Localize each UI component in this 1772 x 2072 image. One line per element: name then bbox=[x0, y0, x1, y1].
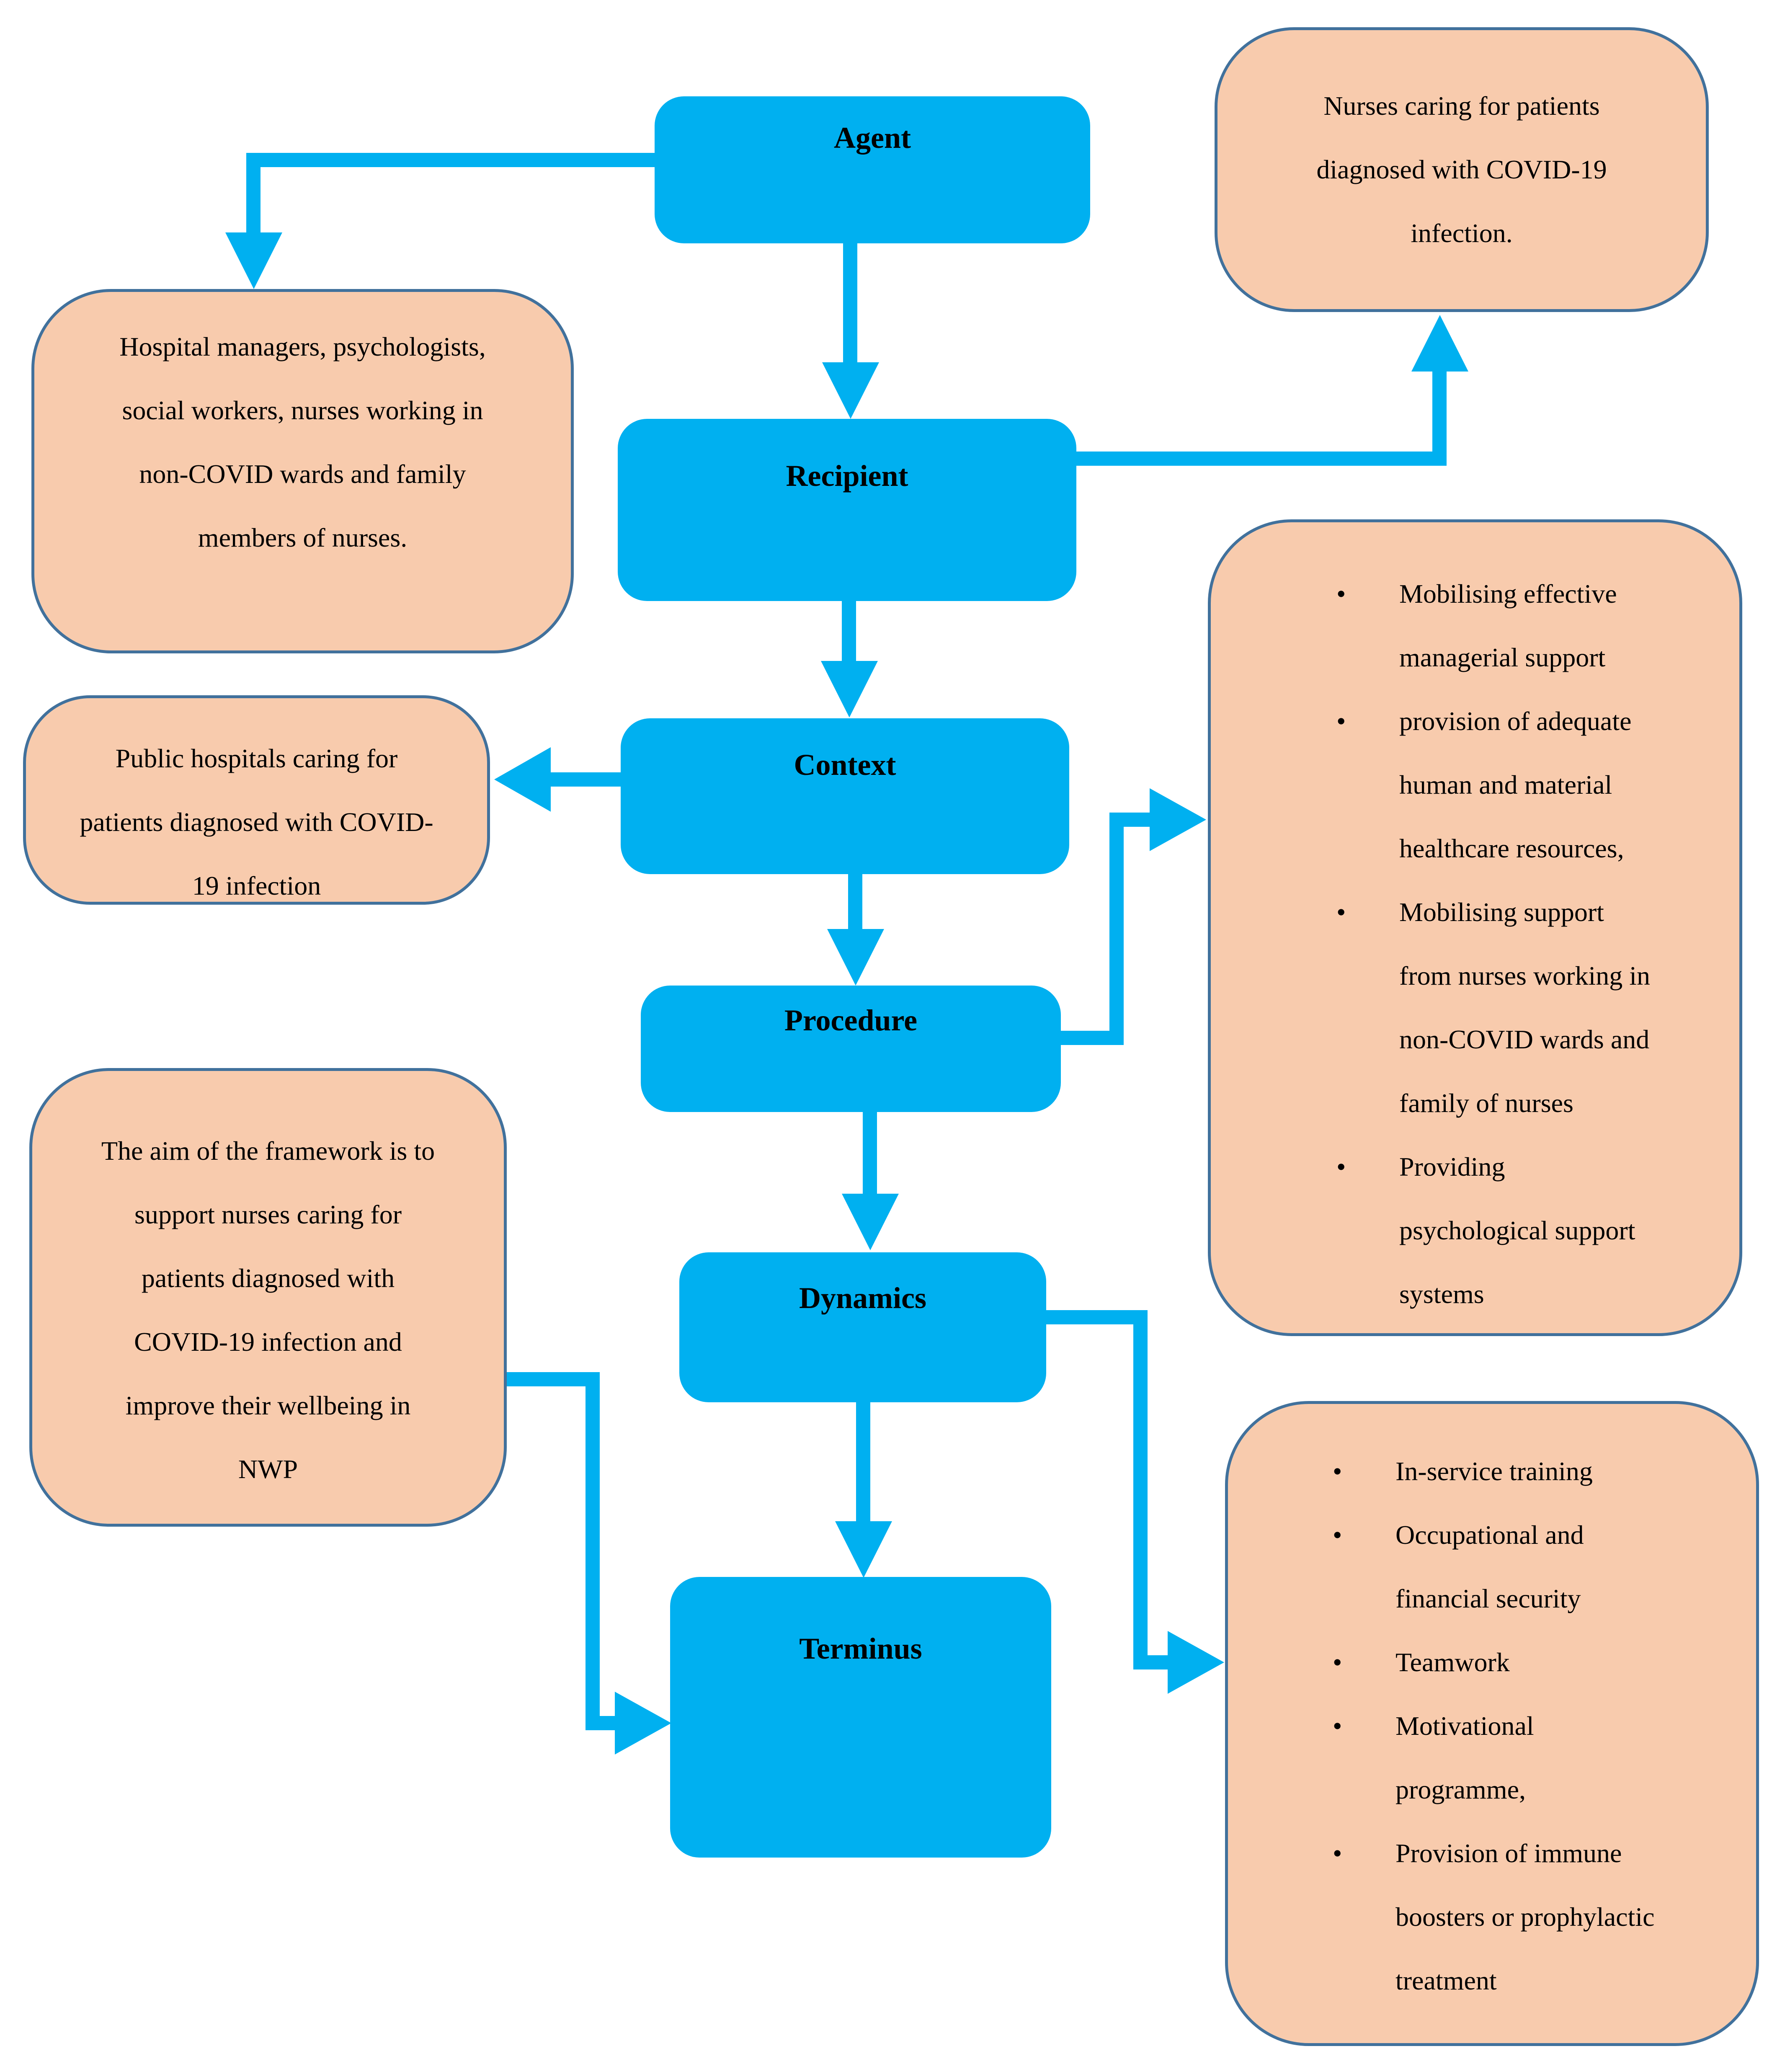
terminus-bullet-list: In-service training Occupational and fin… bbox=[1333, 1440, 1706, 2013]
node-label-dynamics: Dynamics bbox=[799, 1281, 926, 1315]
arrow-shaft bbox=[842, 561, 856, 663]
bullet-text: In-service training bbox=[1395, 1456, 1593, 1486]
flow-node-terminus: Terminus bbox=[670, 1577, 1051, 1858]
bullet-text: Occupational and financial security bbox=[1395, 1520, 1584, 1613]
arrowhead-down-icon bbox=[822, 362, 879, 419]
arrow-shaft bbox=[863, 1094, 877, 1197]
bullet-item: Provision of immune boosters or prophyla… bbox=[1333, 1822, 1706, 2013]
note-recipient-detail: Nurses caring for patients diagnosed wit… bbox=[1215, 27, 1709, 312]
flow-node-procedure: Procedure bbox=[641, 986, 1061, 1112]
arrowhead-down-icon bbox=[225, 232, 282, 289]
note-recipient-text: Nurses caring for patients diagnosed wit… bbox=[1316, 91, 1607, 248]
arrow-shaft bbox=[1432, 371, 1447, 466]
note-context-detail: Public hospitals caring for patients dia… bbox=[23, 695, 490, 905]
arrowhead-down-icon bbox=[842, 1194, 899, 1250]
flow-node-context: Context bbox=[621, 718, 1069, 874]
note-agent-detail: Hospital managers, psychologists, social… bbox=[31, 289, 574, 653]
procedure-bullet-list: Mobilising effective managerial support … bbox=[1336, 562, 1693, 1326]
arrowhead-right-icon bbox=[615, 1692, 671, 1755]
arrow-shaft bbox=[246, 153, 261, 239]
arrow-shaft bbox=[1109, 813, 1124, 1045]
bullet-text: Mobilising support from nurses working i… bbox=[1399, 897, 1651, 1118]
arrow-shaft bbox=[586, 1372, 600, 1730]
arrow-shaft bbox=[586, 1716, 618, 1730]
bullet-item: Mobilising effective managerial support bbox=[1336, 562, 1693, 689]
arrow-shaft bbox=[507, 1372, 600, 1386]
note-terminus-outcomes: In-service training Occupational and fin… bbox=[1225, 1401, 1759, 2046]
arrowhead-down-icon bbox=[821, 661, 878, 717]
node-label-context: Context bbox=[794, 748, 896, 782]
bullet-item: Teamwork bbox=[1333, 1631, 1706, 1694]
flow-node-agent: Agent bbox=[655, 96, 1090, 243]
bullet-item: Occupational and financial security bbox=[1333, 1503, 1706, 1631]
node-label-recipient: Recipient bbox=[786, 459, 908, 493]
bullet-item: Mobilising support from nurses working i… bbox=[1336, 880, 1693, 1135]
bullet-item: In-service training bbox=[1333, 1440, 1706, 1503]
node-label-terminus: Terminus bbox=[799, 1632, 922, 1665]
node-label-procedure: Procedure bbox=[784, 1004, 918, 1037]
arrow-shaft bbox=[551, 772, 621, 787]
bullet-item: Motivational programme, bbox=[1333, 1694, 1706, 1822]
arrow-shaft bbox=[1046, 1310, 1148, 1324]
bullet-item: provision of adequate human and material… bbox=[1336, 689, 1693, 880]
bullet-text: Teamwork bbox=[1395, 1647, 1510, 1677]
bullet-item: Providing psychological support systems bbox=[1336, 1135, 1693, 1326]
arrow-shaft bbox=[253, 153, 655, 167]
note-context-text: Public hospitals caring for patients dia… bbox=[80, 743, 433, 901]
arrow-shaft bbox=[1109, 813, 1151, 827]
note-agent-text: Hospital managers, psychologists, social… bbox=[119, 332, 486, 552]
note-aim-text: The aim of the framework is to support n… bbox=[101, 1136, 435, 1484]
arrowhead-down-icon bbox=[835, 1521, 892, 1578]
arrow-shaft bbox=[848, 845, 862, 931]
arrowhead-left-icon bbox=[494, 747, 551, 812]
arrow-shaft bbox=[856, 1374, 870, 1524]
arrow-shaft bbox=[843, 219, 857, 368]
bullet-text: Provision of immune boosters or prophyla… bbox=[1395, 1838, 1655, 1995]
bullet-text: Mobilising effective managerial support bbox=[1399, 579, 1617, 672]
arrow-shaft bbox=[1133, 1655, 1171, 1669]
arrowhead-up-icon bbox=[1411, 315, 1468, 372]
note-aim-detail: The aim of the framework is to support n… bbox=[29, 1068, 507, 1527]
bullet-text: provision of adequate human and material… bbox=[1399, 706, 1632, 863]
arrow-shaft bbox=[1076, 452, 1439, 466]
bullet-text: Motivational programme, bbox=[1395, 1711, 1534, 1804]
arrowhead-down-icon bbox=[827, 929, 884, 986]
note-procedure-outcomes: Mobilising effective managerial support … bbox=[1208, 519, 1742, 1336]
bullet-text: Providing psychological support systems bbox=[1399, 1152, 1635, 1309]
node-label-agent: Agent bbox=[834, 121, 911, 155]
arrowhead-right-icon bbox=[1168, 1631, 1224, 1694]
arrowhead-right-icon bbox=[1150, 788, 1206, 851]
arrow-shaft bbox=[1133, 1310, 1148, 1669]
